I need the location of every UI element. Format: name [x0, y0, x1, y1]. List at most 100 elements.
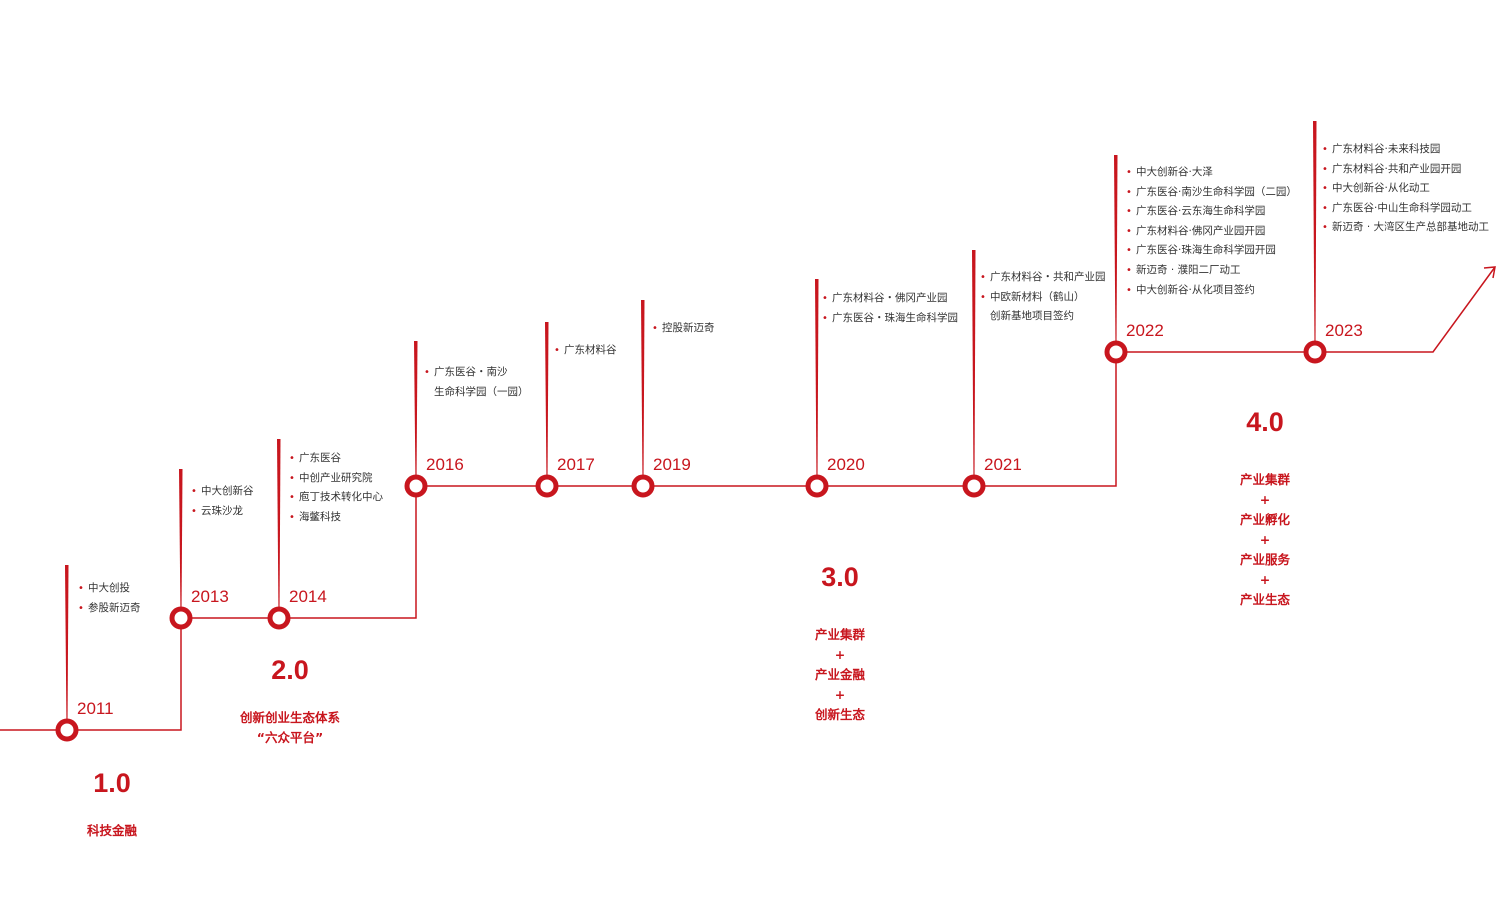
milestone-item: • 中欧新材料（鹤山）: [980, 288, 1106, 308]
milestone-pin-2019: [641, 300, 645, 486]
milestone-node-2014: [267, 606, 291, 630]
year-label-2017: 2017: [557, 455, 595, 474]
milestone-item: •中大创投: [78, 579, 141, 599]
milestone-item: •中大创新谷·从化项目签约: [1126, 281, 1297, 301]
milestone-node-2019: [631, 474, 655, 498]
phase-description-line: +: [834, 687, 846, 702]
phase-description-line: 科技金融: [86, 823, 137, 838]
phase-description-line: 产业服务: [1239, 552, 1290, 567]
milestone-item: •中大创新谷: [191, 482, 254, 502]
milestone-item: • 广东医谷・珠海生命科学园: [822, 309, 958, 329]
phase-description-line: 产业孵化: [1239, 512, 1290, 527]
phase-description-line: +: [1259, 492, 1271, 507]
milestone-item-text: 广东材料谷·共和产业园开园: [1332, 162, 1462, 175]
milestone-item: •庖丁技术转化中心: [289, 488, 383, 508]
milestone-item: • 控股新迈奇: [652, 319, 715, 339]
milestone-item: • 广东医谷·云东海生命科学园: [1126, 202, 1297, 222]
milestone-pin-2022: [1114, 155, 1118, 352]
bullet-icon: •: [289, 511, 295, 523]
milestone-item: • 广东医谷·南沙生命科学园（二园）: [1126, 183, 1297, 203]
milestone-item: •广东医谷・南沙: [424, 363, 529, 383]
milestone-item-text: 广东材料谷·未来科技园: [1332, 143, 1441, 155]
milestone-item-text: 广东医谷·中山生命科学园动工: [1332, 201, 1472, 214]
milestone-item-text: 广东材料谷・佛冈产业园: [832, 292, 948, 304]
phase-description-line: 产业金融: [814, 667, 865, 682]
milestone-item-text: 云珠沙龙: [201, 504, 243, 517]
year-label-2020: 2020: [827, 455, 865, 474]
milestone-pin-2017: [545, 322, 549, 486]
phase-description-line: +: [1259, 572, 1271, 587]
milestone-items-2020: • 广东材料谷・佛冈产业园 • 广东医谷・珠海生命科学园: [822, 289, 958, 328]
milestone-item-text: 广东医谷·南沙生命科学园（二园）: [1136, 185, 1297, 198]
milestone-items-2019: • 控股新迈奇: [652, 319, 715, 339]
milestone-pin-2014: [277, 439, 281, 618]
milestone-node-2013: [169, 606, 193, 630]
bullet-icon: •: [289, 472, 295, 484]
milestone-item-text: 创新基地项目签约: [990, 310, 1074, 323]
milestone-item: • 云珠沙龙: [191, 502, 254, 522]
phase-description-4: 产业集群+产业孵化+产业服务+产业生态: [1165, 470, 1365, 610]
bullet-icon: •: [289, 492, 295, 504]
milestone-item: • 中创产业研究院: [289, 469, 383, 489]
bullet-icon: •: [980, 291, 986, 303]
bullet-icon: •: [191, 505, 197, 517]
timeline-arrowhead: [1483, 266, 1496, 279]
milestone-pin-2023: [1313, 121, 1317, 352]
bullet-icon: •: [1322, 144, 1328, 155]
milestone-item-text: 广东医谷・珠海生命科学园: [832, 311, 958, 324]
milestone-item-text: 中大创投: [88, 582, 130, 594]
phase-description-line: 创新生态: [814, 707, 865, 722]
milestone-pin-2011: [65, 565, 69, 730]
milestone-item: • 广东材料谷: [554, 341, 617, 361]
milestone-item-text: 中创产业研究院: [299, 471, 373, 484]
year-label-2023: 2023: [1325, 321, 1363, 340]
bullet-icon: •: [822, 312, 828, 324]
year-label-2022: 2022: [1126, 321, 1164, 340]
bullet-icon: •: [1126, 206, 1132, 218]
milestone-item-text: 中大创新谷: [201, 485, 254, 497]
milestone-pin-2013: [179, 469, 183, 618]
milestone-item: • 广东医谷·中山生命科学园动工: [1322, 199, 1489, 219]
milestone-item: •中大创新谷·大泽: [1126, 163, 1297, 183]
phase-description-1: 科技金融: [12, 821, 212, 841]
phase-number-2: 2.0: [271, 655, 309, 685]
bullet-icon: •: [1126, 167, 1132, 178]
milestone-item-text: 海鳖科技: [299, 510, 341, 523]
milestone-item: •广东材料谷·佛冈产业园开园: [1126, 222, 1297, 242]
bullet-icon: •: [1322, 163, 1328, 175]
milestone-node-2021: [962, 474, 986, 498]
milestone-item: •广东医谷·珠海生命科学园开园: [1126, 241, 1297, 261]
milestone-item-text: 广东材料谷·佛冈产业园开园: [1136, 224, 1266, 237]
milestone-node-2016: [404, 474, 428, 498]
phase-description-line: 产业生态: [1239, 592, 1290, 607]
bullet-icon: •: [1126, 264, 1132, 276]
bullet-icon: •: [424, 367, 430, 378]
milestone-item-text: 广东医谷·云东海生命科学园: [1136, 205, 1266, 218]
phase-description-3: 产业集群+产业金融+创新生态: [740, 625, 940, 725]
milestone-item-text: 广东医谷·珠海生命科学园开园: [1136, 244, 1276, 257]
milestone-item-text: 新迈奇 · 大湾区生产总部基地动工: [1332, 221, 1490, 234]
milestone-item-text: 广东材料谷: [564, 344, 617, 356]
milestone-items-2022: •中大创新谷·大泽•广东医谷·南沙生命科学园（二园）•广东医谷·云东海生命科学园…: [1126, 163, 1297, 300]
milestone-pin-2016: [414, 341, 418, 486]
milestone-item-text: 中欧新材料（鹤山）: [990, 290, 1085, 303]
phase-description-line: 创新创业生态体系: [239, 710, 340, 725]
phase-number-1: 1.0: [93, 768, 131, 798]
milestone-item-text: 广东材料谷・共和产业园: [990, 271, 1106, 283]
milestone-item-text: 控股新迈奇: [662, 322, 715, 334]
phase-description-line: +: [1259, 532, 1271, 547]
bullet-icon: •: [554, 345, 560, 356]
milestone-item: • 新迈奇 · 濮阳二厂动工: [1126, 261, 1297, 281]
milestone-items-2021: •广东材料谷・共和产业园•中欧新材料（鹤山）•创新基地项目签约: [980, 268, 1106, 327]
milestone-item-text: 参股新迈奇: [88, 601, 141, 614]
milestone-item-text: 中大创新谷·从化动工: [1332, 182, 1430, 195]
bullet-icon: •: [1126, 186, 1132, 198]
phase-description-line: 产业集群: [814, 627, 865, 642]
year-label-2021: 2021: [984, 455, 1022, 474]
milestone-item: • 广东材料谷·未来科技园: [1322, 140, 1489, 160]
milestone-node-2020: [805, 474, 829, 498]
milestone-item-text: 新迈奇 · 濮阳二厂动工: [1136, 263, 1241, 276]
bullet-icon: •: [1322, 202, 1328, 214]
bullet-icon: •: [652, 323, 658, 334]
